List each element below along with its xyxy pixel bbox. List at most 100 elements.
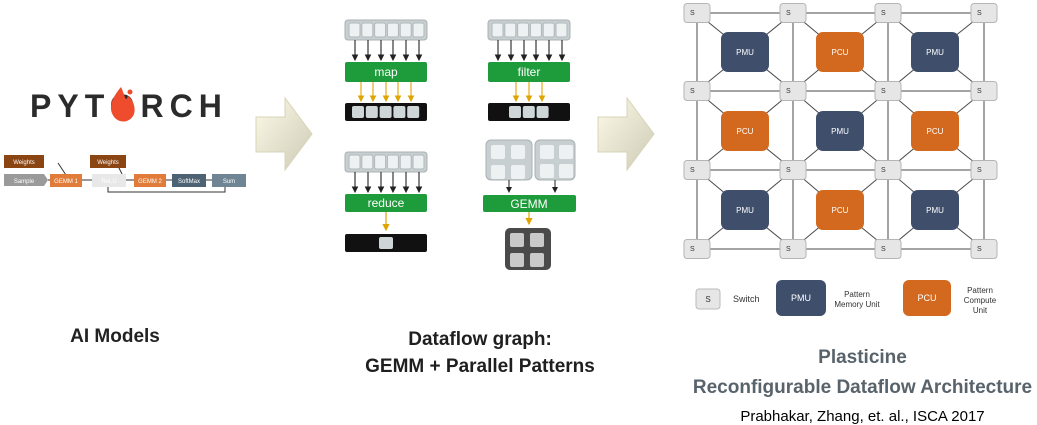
- svg-text:S: S: [786, 246, 791, 253]
- matrix-cell: [559, 164, 573, 178]
- svg-text:S: S: [977, 167, 982, 174]
- data-cell: [522, 106, 535, 118]
- pcu-unit: PCU: [721, 111, 769, 151]
- matrix-cell: [540, 164, 554, 178]
- svg-text:S: S: [977, 88, 982, 95]
- pmu-unit: PMU: [721, 32, 769, 72]
- switch-node: S: [874, 160, 902, 180]
- gemm-pattern: GEMM: [483, 139, 576, 270]
- node-weights-1: [4, 155, 44, 168]
- svg-text:PCU: PCU: [832, 206, 849, 215]
- switch-node: S: [683, 160, 711, 180]
- legend-pcu-icon: [903, 280, 951, 316]
- svg-text:PMU: PMU: [736, 48, 754, 57]
- matrix-cell: [540, 145, 554, 159]
- switch-node: S: [970, 160, 998, 180]
- switch-node: S: [683, 3, 711, 23]
- data-cell: [348, 22, 361, 38]
- node-gemm-1: [50, 174, 82, 187]
- switch-node: S: [779, 160, 807, 180]
- op-map: [345, 62, 427, 82]
- svg-text:S: S: [977, 246, 982, 253]
- data-cell: [365, 106, 378, 118]
- svg-text:filter: filter: [518, 65, 541, 79]
- op-filter: [488, 62, 570, 82]
- svg-text:PMU: PMU: [926, 48, 944, 57]
- data-cell: [407, 106, 420, 118]
- data-cell: [361, 22, 374, 38]
- svg-text:Memory Unit: Memory Unit: [834, 300, 880, 309]
- svg-text:Pattern: Pattern: [967, 286, 993, 295]
- svg-text:S: S: [786, 88, 791, 95]
- svg-text:S: S: [881, 246, 886, 253]
- reduce-pattern: reduce: [344, 151, 428, 252]
- data-cell: [386, 154, 399, 170]
- pcu-unit: PCU: [911, 111, 959, 151]
- svg-text:S: S: [881, 88, 886, 95]
- node-sum: [212, 174, 246, 187]
- svg-text:Weights: Weights: [13, 160, 35, 166]
- svg-text:Unit: Unit: [973, 306, 988, 315]
- switch-node: S: [779, 81, 807, 101]
- switch-node: S: [970, 239, 998, 259]
- matrix-cell: [510, 233, 524, 247]
- svg-text:S: S: [881, 167, 886, 174]
- data-cell: [412, 22, 425, 38]
- ai-models-caption: AI Models: [70, 326, 160, 347]
- flow-arrow-icon-1: [255, 96, 313, 172]
- data-cell: [517, 22, 530, 38]
- svg-text:Pattern: Pattern: [844, 290, 870, 299]
- pcu-unit: PCU: [816, 190, 864, 230]
- svg-text:S: S: [881, 10, 886, 17]
- svg-text:S: S: [690, 10, 695, 17]
- flow-arrow-icon-2: [597, 96, 655, 172]
- svg-text:PMU: PMU: [831, 127, 849, 136]
- matrix-cell: [530, 253, 544, 267]
- data-cell: [412, 154, 425, 170]
- svg-text:S: S: [786, 10, 791, 17]
- svg-text:PCU: PCU: [832, 48, 849, 57]
- node-softmax: [172, 174, 206, 187]
- switch-node: S: [683, 81, 711, 101]
- map-pattern: map: [344, 19, 428, 121]
- svg-text:PMU: PMU: [791, 293, 811, 303]
- matrix-cell: [530, 233, 544, 247]
- data-cell: [374, 154, 387, 170]
- svg-text:ReLU: ReLU: [101, 179, 116, 185]
- op-reduce: [345, 194, 427, 212]
- data-cell: [393, 106, 406, 118]
- matrix-cell: [511, 165, 525, 179]
- data-cell: [529, 22, 542, 38]
- data-cell: [555, 22, 568, 38]
- data-cell: [399, 154, 412, 170]
- op-gemm: [483, 195, 576, 212]
- svg-text:map: map: [374, 65, 398, 79]
- legend-pmu-icon: [776, 280, 826, 316]
- svg-text:SoftMax: SoftMax: [178, 179, 200, 185]
- plasticine-legend: S Switch PMU Pattern Memory Unit PCU Pat…: [695, 280, 997, 316]
- switch-node: S: [874, 81, 902, 101]
- dataflow-caption: Dataflow graph: GEMM + Parallel Patterns: [365, 329, 595, 377]
- pmu-unit: PMU: [816, 111, 864, 151]
- data-cell: [399, 22, 412, 38]
- filter-pattern: filter: [487, 19, 571, 121]
- svg-text:PCU: PCU: [737, 127, 754, 136]
- data-cell: [361, 154, 374, 170]
- data-cell: [536, 106, 549, 118]
- switch-node: S: [970, 81, 998, 101]
- svg-text:Sample: Sample: [14, 179, 35, 185]
- svg-text:PCU: PCU: [917, 293, 936, 303]
- switch-node: S: [874, 3, 902, 23]
- data-cell: [386, 22, 399, 38]
- svg-text:Sum: Sum: [223, 179, 235, 185]
- svg-text:GEMM: GEMM: [510, 197, 547, 211]
- svg-text:S: S: [977, 10, 982, 17]
- matrix-cell: [559, 145, 573, 159]
- data-cell: [509, 106, 521, 118]
- node-relu: [92, 174, 126, 187]
- pmu-unit: PMU: [911, 32, 959, 72]
- data-cell: [352, 106, 364, 118]
- switch-node: S: [779, 239, 807, 259]
